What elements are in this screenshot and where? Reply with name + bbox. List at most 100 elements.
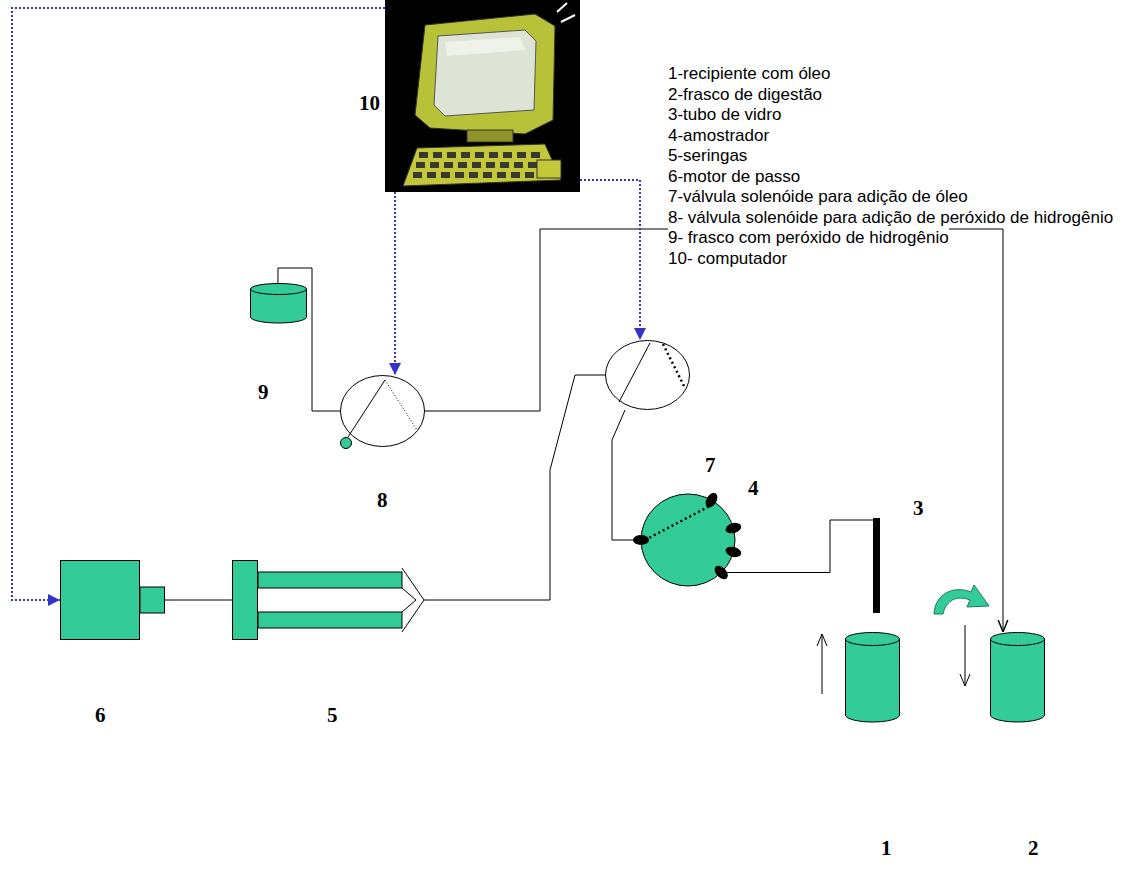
glass-tube: 3 — [873, 518, 880, 613]
keyboard-key — [489, 152, 498, 158]
part-legend-text: 5-seringas — [668, 146, 747, 165]
computer-frame — [385, 0, 580, 192]
sampler-port — [724, 545, 742, 559]
part-legend-text: 2-frasco de digestão — [668, 85, 822, 104]
part-legend-text: 10- computador — [668, 249, 787, 268]
sampler-port — [712, 563, 730, 581]
part-legend-text: 8- válvula solenóide para adição de peró… — [668, 208, 1113, 227]
part-legend-text: 9- frasco com peróxido de hidrogênio — [668, 228, 949, 247]
valve-path — [348, 380, 385, 437]
keyboard-key — [416, 162, 425, 168]
control-signal-line — [580, 180, 640, 340]
keyboard-key — [433, 152, 442, 158]
sampler-outline — [636, 488, 740, 594]
flash-line — [561, 15, 575, 22]
tubing-line — [740, 520, 873, 573]
syringes: 5 — [232, 560, 424, 640]
keyboard-key — [483, 172, 492, 178]
solenoid-valve: 8 — [340, 375, 425, 447]
keyboard-key — [455, 172, 464, 178]
container-top — [846, 633, 900, 646]
keyboard-key — [511, 172, 520, 178]
keyboard-key — [517, 152, 526, 158]
flash-line — [557, 3, 567, 12]
keyboard-key — [514, 162, 523, 168]
control-signal-line — [12, 8, 385, 600]
motor-body — [61, 561, 140, 640]
legend-row: 9- frasco com peróxido de hidrogênio — [668, 228, 1120, 249]
keyboard-key — [528, 162, 537, 168]
plunger-plate — [233, 561, 258, 640]
lower-arrow — [965, 625, 966, 686]
computer-icon-outline — [385, 0, 580, 192]
legend-row: 3-tubo de vidro — [668, 105, 1120, 126]
legend-row: 8- válvula solenóide para adição de peró… — [668, 208, 1120, 229]
tubing-line — [424, 375, 605, 600]
keyboard-key — [430, 162, 439, 168]
tubing-line — [425, 229, 1003, 632]
solenoid-valve-outline — [340, 375, 425, 447]
callout-number: 7 — [705, 455, 716, 476]
callout-number: 4 — [748, 478, 759, 499]
valve-body — [606, 341, 690, 410]
legend-row: 2-frasco de digestão — [668, 85, 1120, 106]
syringe-tip — [402, 600, 416, 612]
container-body — [846, 639, 900, 722]
raise-arrow-head — [817, 634, 827, 646]
stepper-motor: 6 — [60, 560, 165, 640]
peroxide-flask: 9 — [250, 283, 307, 323]
keyboard-key — [503, 152, 512, 158]
keyboard-key — [427, 172, 436, 178]
transfer-arrow — [934, 585, 989, 614]
keyboard-key — [500, 162, 509, 168]
computer-icon: 10 — [385, 0, 580, 192]
callout-number: 10 — [359, 93, 380, 114]
legend-row: 6-motor de passo — [668, 167, 1120, 188]
stepper-motor-outline — [60, 560, 165, 640]
callout-number: 2 — [1028, 838, 1039, 859]
callout-number: 5 — [327, 705, 338, 726]
legend-row: 10- computador — [668, 249, 1120, 270]
keyboard-key — [469, 172, 478, 178]
keyboard-key — [447, 152, 456, 158]
motor-shaft — [140, 587, 165, 613]
glass-tube — [873, 518, 880, 613]
mouse-pad — [537, 160, 561, 178]
callout-number: 3 — [913, 498, 924, 519]
oil-container-outline — [845, 632, 900, 722]
solenoid-valve: 7 — [605, 340, 690, 410]
keyboard-key — [486, 162, 495, 168]
keyboard-key — [419, 152, 428, 158]
callout-number: 8 — [377, 490, 388, 511]
monitor-stand — [467, 130, 513, 142]
legend-row: 4-amostrador — [668, 126, 1120, 147]
syringes-outline — [232, 560, 424, 640]
sampler-port — [724, 521, 742, 535]
digestion-flask-outline — [990, 632, 1045, 722]
syringe-tip — [402, 568, 424, 632]
valve-path — [619, 343, 650, 402]
sampler-port — [633, 535, 649, 545]
valve-path-closed — [385, 380, 417, 430]
callout-number: 1 — [881, 838, 892, 859]
legend-row: 1-recipiente com óleo — [668, 64, 1120, 85]
sampler-port — [703, 491, 720, 510]
valve-port — [341, 438, 352, 449]
sampler-loop — [645, 505, 712, 540]
legend-row: 7-válvula solenóide para adição de óleo — [668, 187, 1120, 208]
syringe-barrel — [258, 612, 402, 628]
keyboard-key — [413, 172, 422, 178]
digestion-flask: 2 — [990, 632, 1045, 722]
sampler-body — [641, 494, 735, 586]
keyboard-key — [497, 172, 506, 178]
glass-tube-outline — [873, 518, 880, 613]
keyboard-key — [458, 162, 467, 168]
tubing-line — [165, 600, 232, 601]
screen-shine — [445, 37, 525, 56]
valve-body — [341, 376, 425, 447]
legend-row: 5-seringas — [668, 146, 1120, 167]
keyboard-key — [441, 172, 450, 178]
sampler: 4 — [636, 488, 740, 594]
keyboard-key — [461, 152, 470, 158]
